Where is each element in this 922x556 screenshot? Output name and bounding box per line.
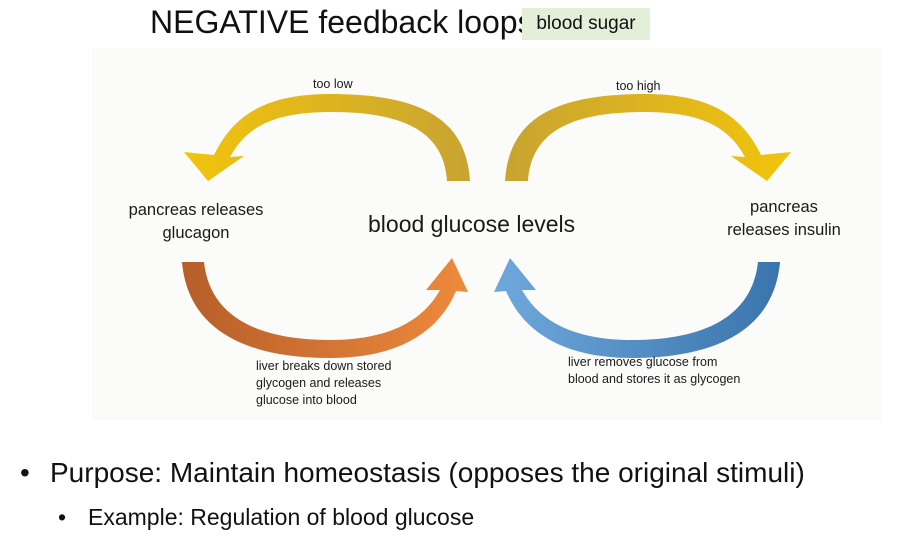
bullet-marker: • [20,457,30,488]
liver-glycogen-storage-label: liver removes glucose from blood and sto… [568,354,740,388]
topic-tag: blood sugar [522,8,650,40]
pancreas-insulin-line1: pancreas [750,198,818,216]
blood-glucose-levels: blood glucose levels [368,211,576,237]
bullet-purpose: • Purpose: Maintain homeostasis (opposes … [20,457,805,489]
pancreas-insulin-line2: releases insulin [727,221,841,239]
liver-storage-line1: liver removes glucose from [568,355,718,369]
pancreas-glucagon-line1: pancreas releases [128,201,264,219]
liver-breakdown-line2: glycogen and releases [256,376,382,390]
too-low-label: too low [313,77,353,91]
liver-storage-line2: blood and stores it as glycogen [568,372,741,386]
liver-glycogen-breakdown-label: liver breaks down stored glycogen and re… [256,358,391,409]
bullet-purpose-text: Purpose: Maintain homeostasis (opposes t… [50,457,805,488]
pancreas-insulin-node: pancreas releases insulin [716,196,852,242]
slide-title: NEGATIVE feedback loops: [150,4,543,40]
pancreas-glucagon-line2: glucagon [162,224,230,242]
arrow-bottom-left [182,258,468,358]
liver-breakdown-line1: liver breaks down stored [256,359,392,373]
diagram-panel [92,48,882,420]
liver-breakdown-line3: glucose into blood [256,393,357,407]
bullet-example: • Example: Regulation of blood glucose [58,504,474,531]
arrow-top-right [505,94,791,181]
pancreas-glucagon-node: pancreas releases glucagon [118,199,274,245]
arrow-bottom-right [494,258,780,358]
bullet-marker: • [58,504,67,530]
arrow-top-left [184,94,470,181]
bullet-example-text: Example: Regulation of blood glucose [88,504,475,530]
too-high-label: too high [616,79,661,93]
